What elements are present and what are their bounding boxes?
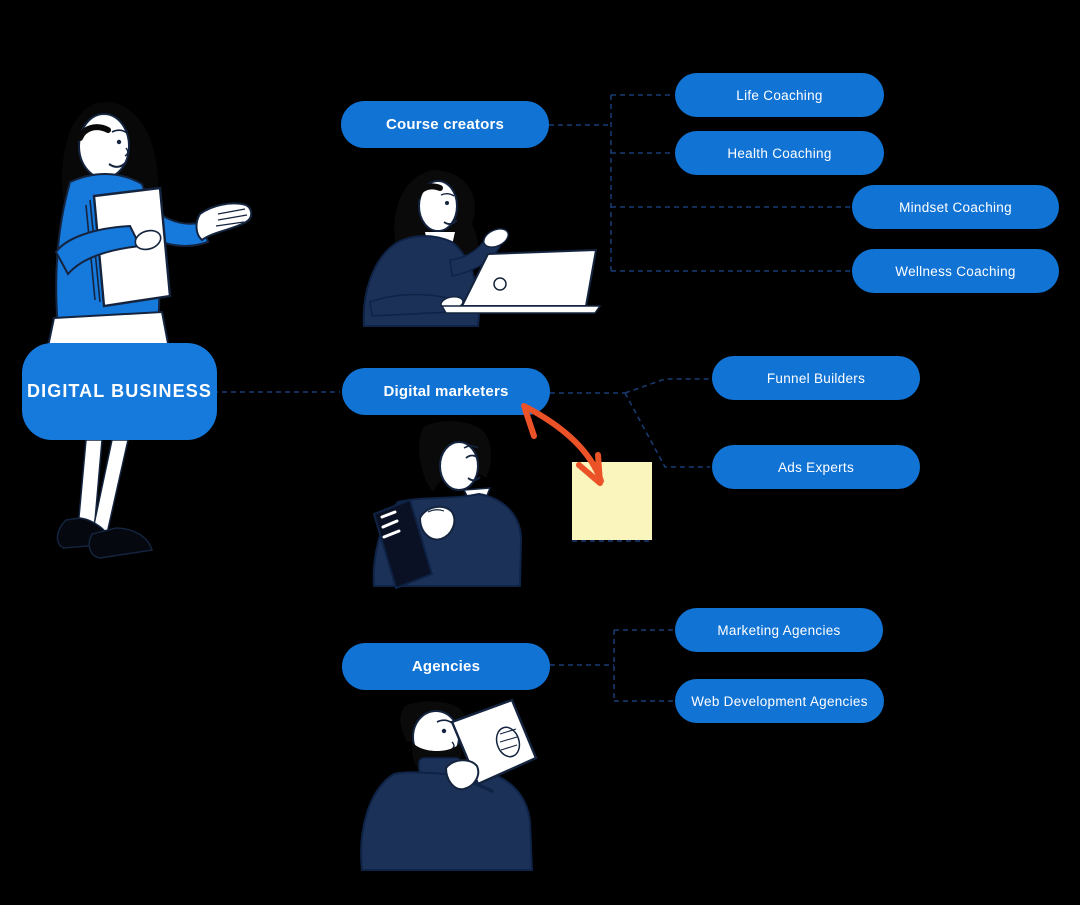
connector-course-creators	[549, 94, 850, 272]
man-reading-document-illustration	[360, 698, 538, 871]
node-funnel-builders[interactable]: Funnel Builders	[712, 356, 920, 400]
connector-agencies	[550, 629, 673, 702]
connector-digital-marketers	[550, 378, 710, 468]
man-holding-phone-illustration	[372, 421, 523, 590]
node-life-coaching[interactable]: Life Coaching	[675, 73, 884, 117]
woman-using-laptop-illustration	[362, 170, 602, 327]
node-health-coaching[interactable]: Health Coaching	[675, 131, 884, 175]
node-mindset-coaching[interactable]: Mindset Coaching	[852, 185, 1059, 229]
node-ads-experts[interactable]: Ads Experts	[712, 445, 920, 489]
node-digital-business[interactable]: DIGITAL BUSINESS	[22, 343, 217, 440]
node-marketing-agencies[interactable]: Marketing Agencies	[675, 608, 883, 652]
node-agencies[interactable]: Agencies	[342, 643, 550, 690]
presenting-woman-illustration	[44, 102, 253, 559]
node-course-creators[interactable]: Course creators	[341, 101, 549, 148]
node-web-development-agencies[interactable]: Web Development Agencies	[675, 679, 884, 723]
sticky-note[interactable]	[572, 462, 652, 540]
node-wellness-coaching[interactable]: Wellness Coaching	[852, 249, 1059, 293]
node-digital-marketers[interactable]: Digital marketers	[342, 368, 550, 415]
